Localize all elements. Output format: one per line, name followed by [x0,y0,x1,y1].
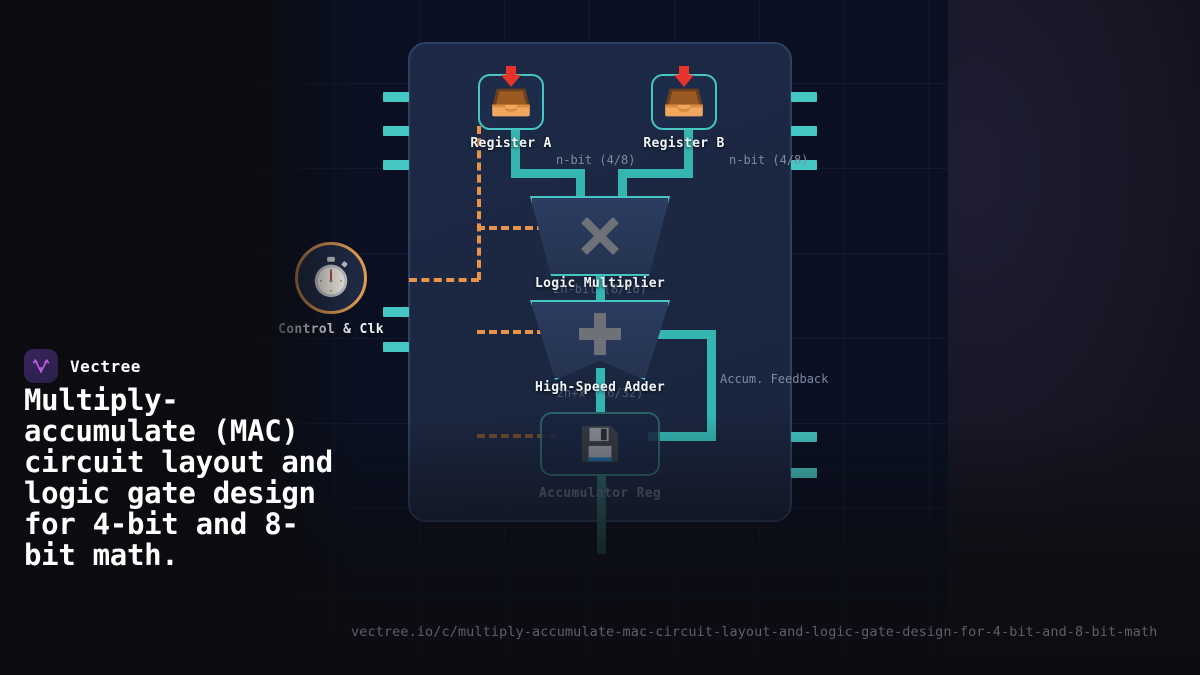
accumulator-label: Accumulator Reg [539,486,661,501]
down-arrow-icon [674,66,694,87]
chip-pin-right-1 [791,92,817,102]
inbox-tray-icon [492,88,530,117]
control-line-to-clock [409,278,479,282]
chip-pin-left-2 [383,126,409,136]
node-control-clk[interactable]: Control & Clk [278,242,384,337]
stopwatch-icon [314,256,348,298]
node-high-speed-adder[interactable]: High-Speed Adder 2n+x (16/32) [530,300,670,400]
adder-sublabel: 2n+x (16/32) [556,386,644,400]
source-url: vectree.io/c/multiply-accumulate-mac-cir… [351,624,1158,640]
wire-regb-left [618,169,693,178]
floppy-disk-save-icon [581,425,619,463]
node-register-a[interactable]: Register A n-bit (4/8) [470,66,635,167]
node-logic-multiplier[interactable]: Logic Multiplier 2n-bit (8/16) [530,196,670,296]
chip-pin-right-2 [791,126,817,136]
control-clk-ring[interactable] [295,242,367,314]
wire-feedback-up [707,330,716,438]
chip-pin-left-5 [383,342,409,352]
wire-rega-right [511,169,585,178]
diagram-canvas: Register A n-bit (4/8) Register B n-bit … [253,0,948,675]
multiply-x-icon [581,217,619,255]
register-a-box[interactable] [478,66,544,130]
wire-rega-to-mul [576,169,585,197]
chip-pin-left-3 [383,160,409,170]
node-accumulator-reg[interactable]: Accumulator Reg [539,412,661,501]
register-b-box[interactable] [651,66,717,130]
brand-name: Vectree [70,356,141,376]
register-a-label: Register A [470,136,552,151]
chip-pin-left-1 [383,92,409,102]
plus-icon [579,312,621,355]
accumulator-box[interactable] [540,412,660,476]
chip-pin-right-4 [791,432,817,442]
wire-regb-to-mul [618,169,627,197]
adder-gate-shape[interactable] [530,300,670,380]
vectree-logo-icon [24,349,58,383]
control-clk-label: Control & Clk [278,322,384,337]
edge-label-accum-feedback: Accum. Feedback [720,372,829,386]
node-register-b[interactable]: Register B n-bit (4/8) [643,66,808,167]
chip-pin-right-5 [791,468,817,478]
left-text-panel [0,0,253,675]
register-a-sublabel: n-bit (4/8) [556,153,636,167]
brand: Vectree [24,349,141,383]
down-arrow-icon [501,66,521,87]
inbox-tray-icon [665,88,703,117]
multiplier-sublabel: 2n-bit (8/16) [553,282,647,296]
page-title: Multiply-accumulate (MAC) circuit layout… [24,383,333,573]
register-b-label: Register B [643,136,725,151]
right-panel-glow [948,0,1200,675]
register-b-sublabel: n-bit (4/8) [729,153,809,167]
branch-v-glyph-icon [32,359,50,374]
chip-pin-left-4 [383,307,409,317]
multiplier-gate-shape[interactable] [530,196,670,276]
